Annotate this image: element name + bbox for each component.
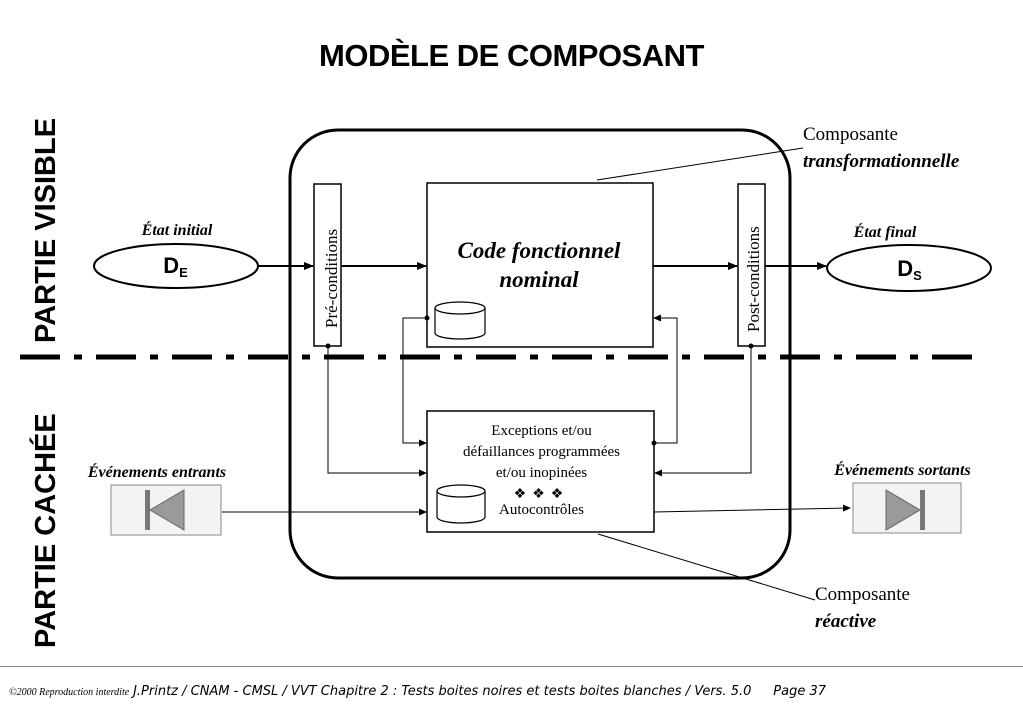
evenements-entrants-label: Événements entrants <box>87 464 227 481</box>
etat-final-label: État final <box>853 224 917 241</box>
exceptions-label: Exceptions et/ou défaillances programmée… <box>428 421 655 521</box>
composante-transformationnelle-callout: Composante transformationnelle <box>803 121 959 175</box>
callout-line-1: Composante <box>815 584 910 605</box>
post-conditions-label: Post-conditions <box>744 226 763 332</box>
etat-initial-label: État initial <box>141 222 213 239</box>
page-title: MODÈLE DE COMPOSANT <box>319 38 704 73</box>
exc-line-2: défaillances programmées <box>462 444 620 460</box>
footer-text: J.Printz / CNAM - CMSL / VVT Chapitre 2 … <box>133 684 752 699</box>
play-icon <box>852 482 962 534</box>
database-icon <box>436 484 486 524</box>
partie-visible-label: PARTIE VISIBLE <box>30 117 62 343</box>
callout-line-2: transformationnelle <box>803 151 960 172</box>
code-line-1: Code fonctionnel <box>457 238 621 263</box>
partie-cachee-label: PARTIE CACHÉE <box>30 413 62 648</box>
component-frame <box>288 128 792 580</box>
database-icon <box>434 301 486 340</box>
input-de-label: DE <box>163 253 188 280</box>
output-ds-label: DS <box>897 256 922 283</box>
callout-line-2: réactive <box>815 611 877 632</box>
rewind-icon <box>110 484 222 536</box>
exc-line-1: Exceptions et/ou <box>491 423 592 439</box>
footer-copyright: ©2000 Reproduction interdite <box>9 687 130 698</box>
footer: ©2000 Reproduction interdite J.Printz / … <box>9 682 826 699</box>
exception-connectors <box>222 147 851 601</box>
page-number: Page 37 <box>773 684 826 699</box>
pre-conditions-label: Pré-conditions <box>322 228 341 328</box>
decorative-symbols: ❖❖❖ <box>513 487 570 502</box>
exc-line-3: et/ou inopinées <box>495 465 588 481</box>
exc-line-4: Autocontrôles <box>499 502 584 518</box>
output-ds-ellipse <box>826 244 992 292</box>
footer-divider <box>0 666 1023 667</box>
code-line-2: nominal <box>499 267 579 292</box>
composante-reactive-callout: Composante réactive <box>815 581 910 635</box>
junction-dots <box>325 315 754 446</box>
callout-line-1: Composante <box>803 124 898 145</box>
evenements-sortants-label: Événements sortants <box>834 462 971 479</box>
code-fonctionnel-label: Code fonctionnel nominal <box>428 236 650 294</box>
